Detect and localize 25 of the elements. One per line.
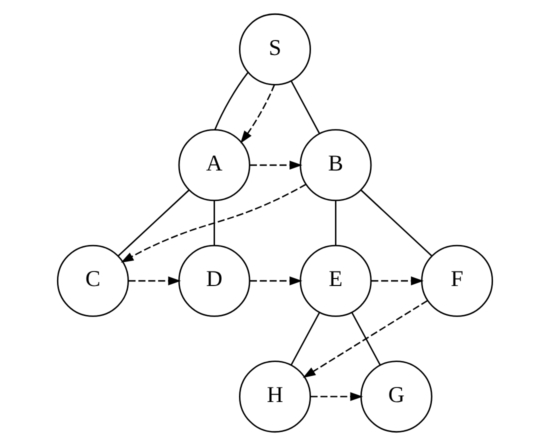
node-circle: B: [299, 129, 372, 202]
connector: [117, 189, 190, 256]
node-circle: A: [178, 129, 250, 202]
arrow: [240, 84, 275, 144]
connector: [350, 312, 380, 366]
arrow: [370, 276, 424, 286]
connector: [213, 200, 215, 246]
connector: [360, 189, 432, 256]
arrow: [302, 300, 428, 378]
arrow: [249, 160, 302, 170]
arrow: [128, 276, 180, 286]
connector: [214, 72, 248, 130]
connector: [290, 80, 320, 134]
node-circle: H: [238, 360, 310, 433]
node-circle: E: [299, 244, 372, 317]
connector: [290, 312, 320, 366]
node-circle: G: [360, 360, 432, 433]
arrow: [310, 392, 362, 402]
connector: [334, 200, 336, 246]
node-circle: C: [56, 244, 128, 317]
node-circle: S: [238, 13, 310, 86]
node-circle: F: [420, 244, 493, 317]
arrow: [249, 276, 302, 286]
arrow: [120, 184, 306, 263]
node-circle: D: [178, 244, 250, 317]
